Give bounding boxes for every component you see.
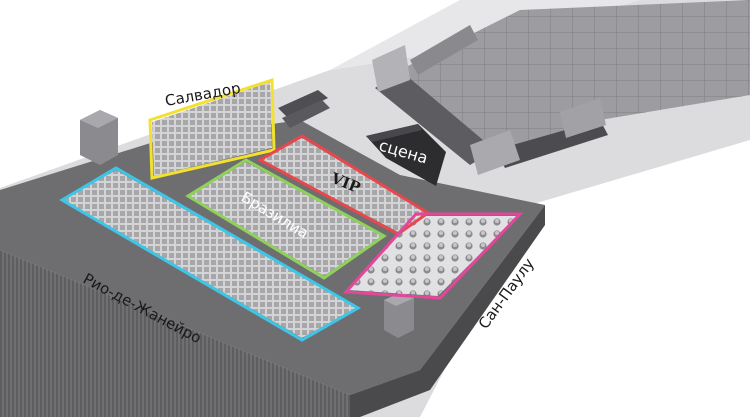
pillar-left-top <box>80 110 118 128</box>
stage-block <box>366 124 446 186</box>
stairs-2 <box>282 100 330 128</box>
stage-riser <box>372 0 750 175</box>
rio-zone-outline[interactable] <box>59 166 362 342</box>
rio-seats <box>64 170 356 338</box>
salvador-seats <box>152 82 272 176</box>
brasilia-zone-outline[interactable] <box>185 158 387 280</box>
salvador-zone-outline[interactable] <box>148 77 276 180</box>
sao-paulo-tables <box>348 216 518 296</box>
vip-seats <box>262 138 426 232</box>
brasilia-seats <box>190 162 382 276</box>
stairs <box>278 90 328 118</box>
sao-paulo-zone-outline[interactable] <box>342 212 524 300</box>
